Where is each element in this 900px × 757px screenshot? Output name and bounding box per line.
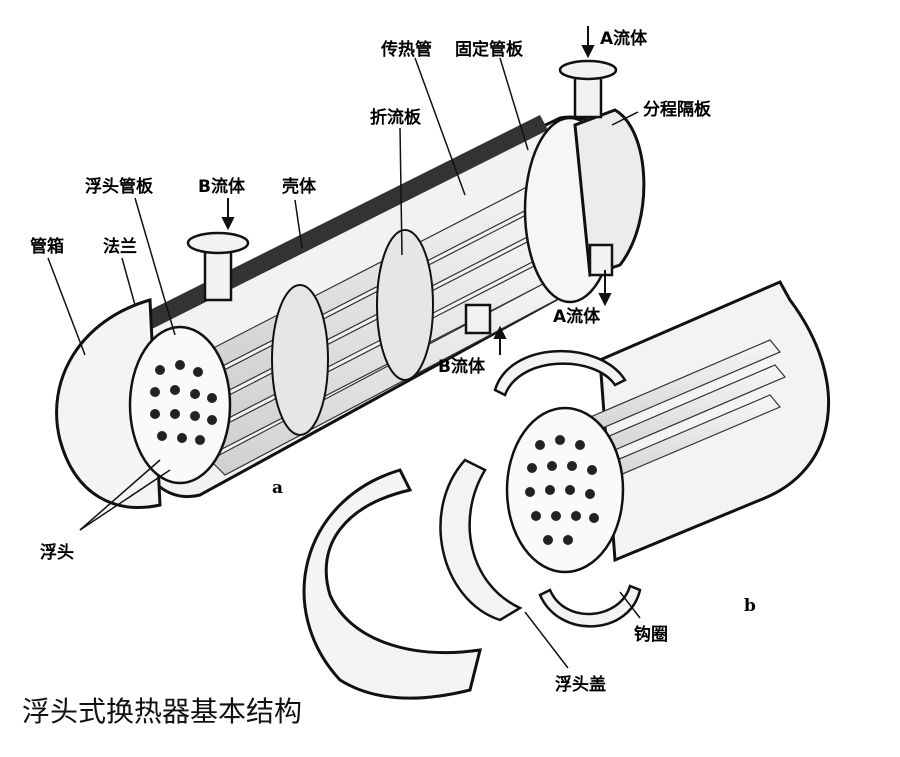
label-split-ring: 钩圈	[634, 624, 668, 645]
label-fluid-a-in: A流体	[600, 28, 648, 49]
nozzle-a-out	[588, 243, 614, 277]
channel-cap	[55, 298, 162, 509]
split-ring-lower	[538, 584, 642, 628]
floating-head-cover-shape	[302, 468, 482, 700]
label-shell: 壳体	[281, 176, 317, 197]
exploded-floating-head	[302, 280, 831, 700]
floating-head-flange-ring	[439, 458, 523, 622]
label-pass-partition: 分程隔板	[643, 99, 712, 120]
bundle-b	[559, 339, 786, 493]
nozzle-a-in	[558, 59, 618, 119]
shell-top-edge	[130, 115, 548, 335]
label-baffle: 折流板	[370, 107, 422, 128]
floating-tubesheet	[128, 325, 232, 485]
label-floating-head-cover: 浮头盖	[555, 674, 606, 695]
label-tube: 传热管	[380, 39, 432, 60]
assembled-exchanger	[55, 26, 646, 509]
mark-a: a	[272, 478, 283, 498]
leader-lines	[47, 57, 641, 669]
tubesheet-holes	[150, 360, 217, 445]
nozzle-b-out	[464, 303, 492, 335]
label-fluid-b-in: B流体	[198, 176, 246, 197]
baffle-1	[271, 284, 329, 436]
nozzle-b-in	[186, 231, 250, 302]
tubesheet-b-holes	[525, 435, 599, 545]
label-flange: 法兰	[103, 236, 137, 257]
label-fluid-a-out: A流体	[553, 306, 601, 327]
figure-caption: 浮头式换热器基本结构	[22, 695, 303, 728]
label-fixed-tubesheet: 固定管板	[455, 39, 524, 60]
right-channel	[573, 108, 646, 278]
label-floating-tubesheet: 浮头管板	[85, 176, 154, 197]
label-floating-head: 浮头	[40, 542, 74, 563]
label-fluid-b-out: B流体	[438, 356, 486, 377]
split-ring-upper	[493, 350, 627, 397]
mark-b: b	[744, 596, 756, 616]
flow-arrows	[221, 26, 612, 355]
baffle-2	[376, 229, 434, 381]
label-channel: 管箱	[30, 236, 64, 257]
